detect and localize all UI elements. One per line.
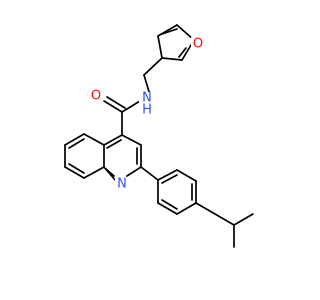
bond bbox=[83, 133, 105, 146]
quinoline-benzo-ring bbox=[64, 133, 105, 179]
bond bbox=[195, 202, 216, 215]
bond bbox=[64, 133, 85, 146]
amide-nitrogen-label: N bbox=[142, 91, 152, 106]
bond bbox=[157, 35, 163, 59]
phenyl-ring bbox=[140, 166, 197, 215]
bond bbox=[68, 163, 85, 174]
bond bbox=[68, 138, 85, 149]
bond bbox=[178, 47, 187, 58]
bond bbox=[126, 166, 142, 177]
bond bbox=[176, 169, 197, 182]
bond bbox=[143, 74, 151, 96]
carbonyl-oxygen-label: O bbox=[91, 89, 101, 104]
bond bbox=[214, 213, 235, 226]
quinoline-pyridine-ring bbox=[103, 134, 142, 182]
bond bbox=[161, 199, 178, 210]
bond bbox=[103, 134, 123, 146]
bond bbox=[121, 134, 142, 146]
bond bbox=[64, 166, 85, 179]
amide-linker bbox=[103, 57, 163, 136]
bond bbox=[105, 168, 115, 177]
furan-oxygen-label: O bbox=[193, 37, 203, 52]
bond bbox=[176, 202, 197, 215]
bond bbox=[83, 166, 105, 179]
furan-ring bbox=[157, 24, 195, 61]
bond bbox=[143, 57, 163, 76]
bond bbox=[161, 57, 183, 61]
bond bbox=[140, 166, 159, 181]
amide-hydrogen-label: H bbox=[142, 103, 152, 118]
bond bbox=[161, 28, 178, 35]
bond bbox=[103, 100, 123, 113]
atom-labels: O N H O N bbox=[89, 37, 205, 192]
bond bbox=[121, 100, 141, 113]
bond bbox=[161, 174, 178, 184]
bond bbox=[157, 202, 178, 215]
molecule-structure: O N H O N bbox=[64, 24, 254, 248]
bond bbox=[233, 213, 254, 226]
quinoline-nitrogen-label: N bbox=[117, 177, 127, 192]
bond bbox=[157, 169, 178, 181]
bond bbox=[106, 139, 122, 149]
isobutyl-chain bbox=[195, 202, 254, 248]
bond bbox=[106, 96, 126, 109]
structure-canvas: O N H O N bbox=[64, 24, 254, 248]
